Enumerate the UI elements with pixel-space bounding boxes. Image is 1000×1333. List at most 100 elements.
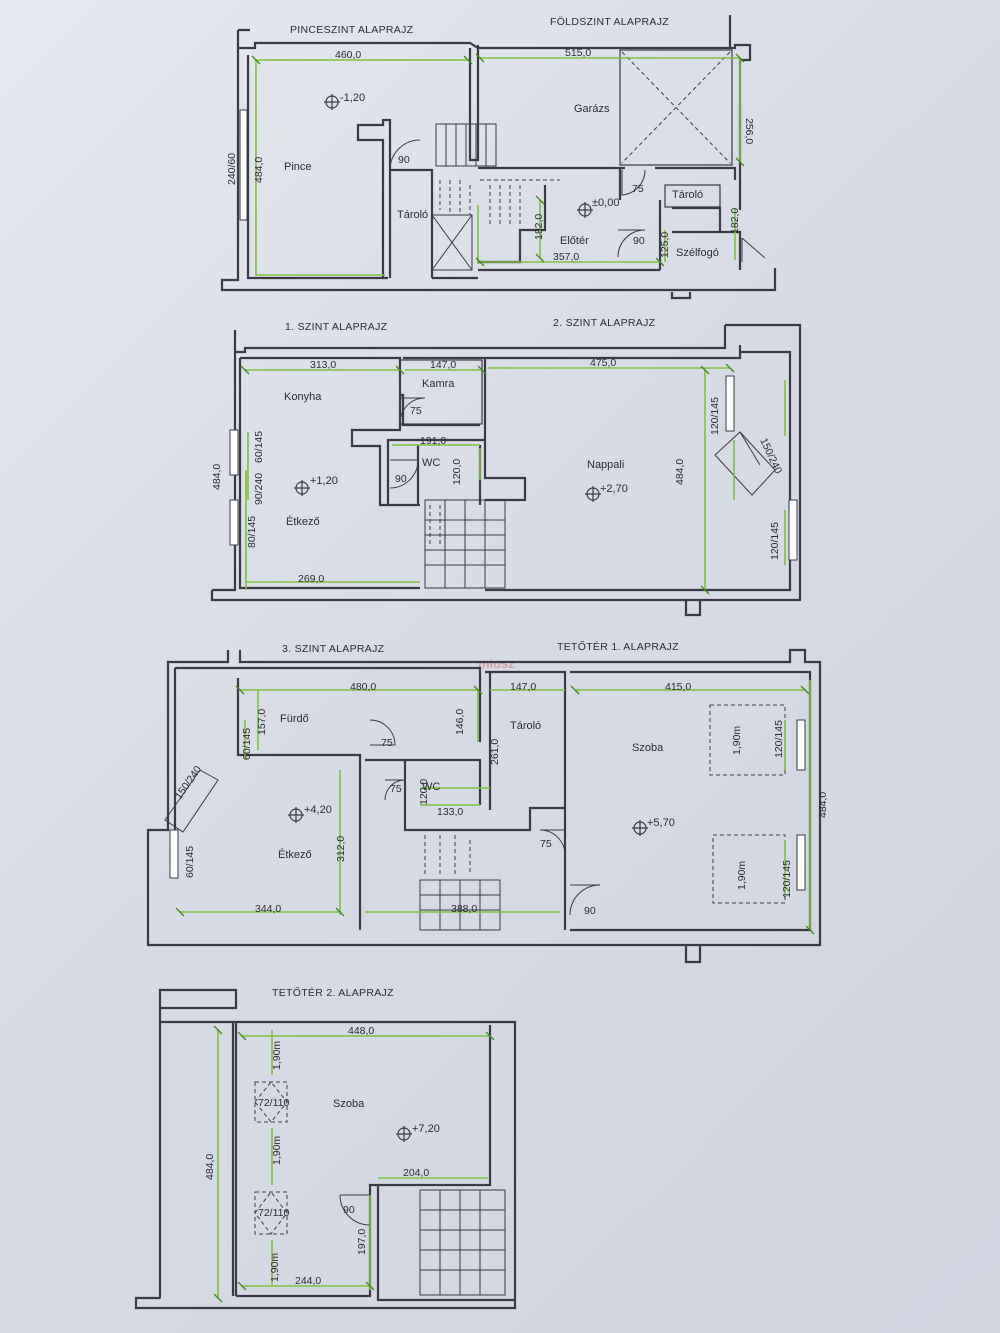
dim-bath-door: 75 — [381, 737, 393, 749]
dim-wc-width: 191,0 — [420, 435, 446, 447]
dim-kitchen-width: 313,0 — [310, 359, 336, 371]
level-attic-2: +7,20 — [412, 1123, 440, 1135]
attic1-plan-title: TETŐTÉR 1. ALAPRAJZ — [557, 639, 679, 653]
dim-hall-depth: 182,0 — [533, 214, 545, 240]
window-living-2 — [788, 499, 798, 561]
window-living-1 — [725, 375, 735, 432]
level-1: +1,20 — [310, 475, 338, 487]
dim-garage-width: 515,0 — [565, 47, 591, 59]
door-room-attic2 — [339, 1194, 371, 1226]
level-marker-icon — [396, 1126, 412, 1142]
dim-room2-door: 90 — [343, 1204, 355, 1216]
door-pantry — [399, 397, 426, 424]
dim-vestibule: 125,0 — [659, 232, 671, 258]
room-basement-storage: Tároló — [397, 209, 428, 221]
dim-dormer2-height: 1,90m — [736, 861, 748, 890]
plan-attic2: TETŐTÉR 2. ALAPRAJZ 448,0 1,90m 72/110 4… — [134, 985, 517, 1310]
dim-wc3-width: 133,0 — [437, 806, 463, 818]
room-ground-storage: Tároló — [672, 189, 703, 201]
dim-basement-door: 90 — [398, 154, 410, 166]
room-entry-hall: Előtér — [560, 235, 589, 247]
dim-roof-window-1: 72/110 — [258, 1097, 289, 1109]
dim-room1-width: 415,0 — [665, 681, 691, 693]
dim-room2-bottom-width: 244,0 — [295, 1275, 321, 1287]
dim-room2-door-depth: 197,0 — [356, 1229, 368, 1255]
dim-dining-width: 269,0 — [298, 573, 324, 585]
room-bedroom-2: Szoba — [333, 1098, 365, 1110]
dim-dining3-width: 344,0 — [255, 903, 281, 915]
stair-level1 — [424, 499, 506, 589]
dim-window-dining: 80/145 — [246, 516, 258, 548]
dim-dormer1-height: 1,90m — [731, 726, 743, 755]
dim-bath-width: 480,0 — [350, 681, 376, 693]
dim-roof-window-2: 72/110 — [258, 1207, 289, 1219]
dim-door-kitchen: 90/240 — [253, 473, 265, 505]
stair-attic2 — [419, 1189, 506, 1296]
plan-basement-ground: PINCESZINT ALAPRAJZ FÖLDSZINT ALAPRAJZ — [220, 15, 777, 300]
door-garage — [621, 169, 646, 196]
level-basement: -1,20 — [340, 92, 365, 104]
dim-pantry-width: 147,0 — [430, 359, 456, 371]
door-storage-3 — [539, 829, 566, 856]
room-dining-1: Étkező — [286, 515, 320, 528]
plan-level-1-2: 1. SZINT ALAPRAJZ 2. SZINT ALAPRAJZ 313,… — [210, 317, 802, 617]
level1-plan-title: 1. SZINT ALAPRAJZ — [285, 321, 388, 333]
dim-level1-depth: 484,0 — [211, 464, 223, 490]
room-living: Nappali — [587, 459, 624, 471]
dim-storage-depth: 261,0 — [489, 739, 501, 765]
room-dining-3: Étkező — [278, 848, 312, 861]
door-entry-hall — [617, 229, 646, 258]
level-marker-icon — [324, 94, 340, 110]
room-bathroom: Fürdő — [280, 713, 309, 725]
level-marker-icon — [632, 820, 648, 836]
dim-wc-door: 90 — [395, 473, 407, 485]
dim-bath-depth: 157,0 — [256, 709, 268, 735]
dim-stair-opening: 204,0 — [403, 1167, 429, 1179]
dim-living-depth: 484,0 — [674, 459, 686, 485]
dim-living-width: 475,0 — [590, 357, 616, 369]
dim-room2-height-3: 1,90m — [269, 1253, 281, 1282]
dim-living-window-2: 120/145 — [769, 522, 781, 560]
level-marker-icon — [294, 480, 310, 496]
room-garage: Garázs — [574, 103, 610, 115]
dim-wc-depth: 120,0 — [451, 459, 463, 485]
room-storage-3: Tároló — [510, 720, 541, 732]
room-kitchen: Konyha — [284, 391, 322, 403]
dim-balcony-door-3: 150/240 — [173, 764, 205, 802]
door-wc — [389, 459, 419, 489]
door-basement-storage — [389, 139, 421, 171]
door-wc-3 — [384, 779, 406, 801]
dim-basement-depth: 484,0 — [253, 157, 265, 183]
window-room-2 — [796, 834, 806, 891]
room-wc-1: WC — [422, 457, 440, 469]
level3-plan-title: 3. SZINT ALAPRAJZ — [282, 643, 385, 655]
room-pantry: Kamra — [422, 378, 455, 390]
plan-level-3-attic1: 3. SZINT ALAPRAJZ TETŐTÉR 1. ALAPRAJZ mi… — [146, 639, 829, 964]
dim-hall-width: 357,0 — [553, 251, 579, 263]
dim-room1-window-1: 120/145 — [773, 720, 785, 758]
dim-room1-door: 90 — [584, 905, 596, 917]
dim-room2-width: 448,0 — [348, 1025, 374, 1037]
door-entrance — [741, 237, 766, 262]
room-bedroom-1: Szoba — [632, 742, 664, 754]
dim-wc3-door: 75 — [390, 783, 402, 795]
dim-bath-depth-2: 146,0 — [454, 709, 466, 735]
window-room-1 — [796, 719, 806, 771]
dim-dining3-window: 60/145 — [184, 846, 196, 878]
dim-storage3-door: 75 — [540, 838, 552, 850]
level-marker-icon — [577, 202, 593, 218]
level-attic-1: +5,70 — [647, 817, 675, 829]
attic2-plan-title: TETŐTÉR 2. ALAPRAJZ — [272, 985, 394, 999]
basement-plan-title: PINCESZINT ALAPRAJZ — [290, 24, 414, 36]
window-dining-3 — [169, 829, 179, 879]
dim-entrance: 182,0 — [729, 208, 741, 234]
dim-room2-height-1: 1,90m — [271, 1041, 283, 1070]
dim-room2-depth: 484,0 — [204, 1154, 216, 1180]
dim-basement-window: 240/60 — [226, 153, 238, 185]
level-3: +4,20 — [304, 804, 332, 816]
level-2: +2,70 — [600, 483, 628, 495]
dim-bath-window: 60/145 — [241, 728, 253, 760]
window-kitchen — [229, 429, 239, 476]
door-bathroom — [369, 719, 396, 746]
